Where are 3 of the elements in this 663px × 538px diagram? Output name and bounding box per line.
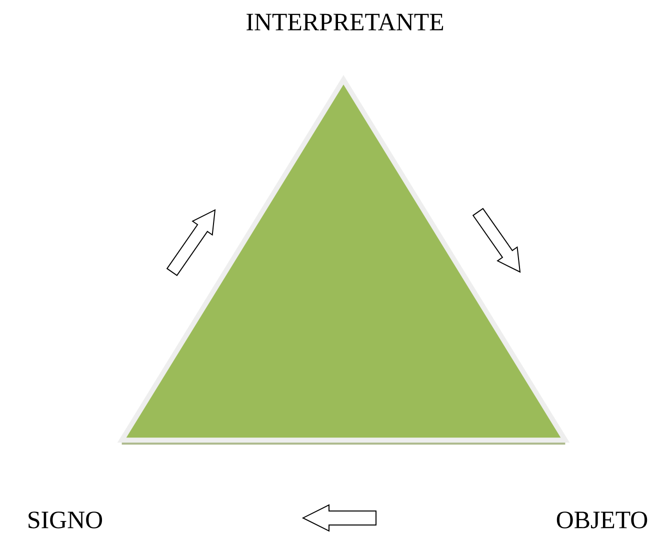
term-label: OBJETO xyxy=(556,512,648,528)
term-label: SIGNO xyxy=(28,512,102,528)
term-label: INTERPRETANTE xyxy=(246,14,444,30)
